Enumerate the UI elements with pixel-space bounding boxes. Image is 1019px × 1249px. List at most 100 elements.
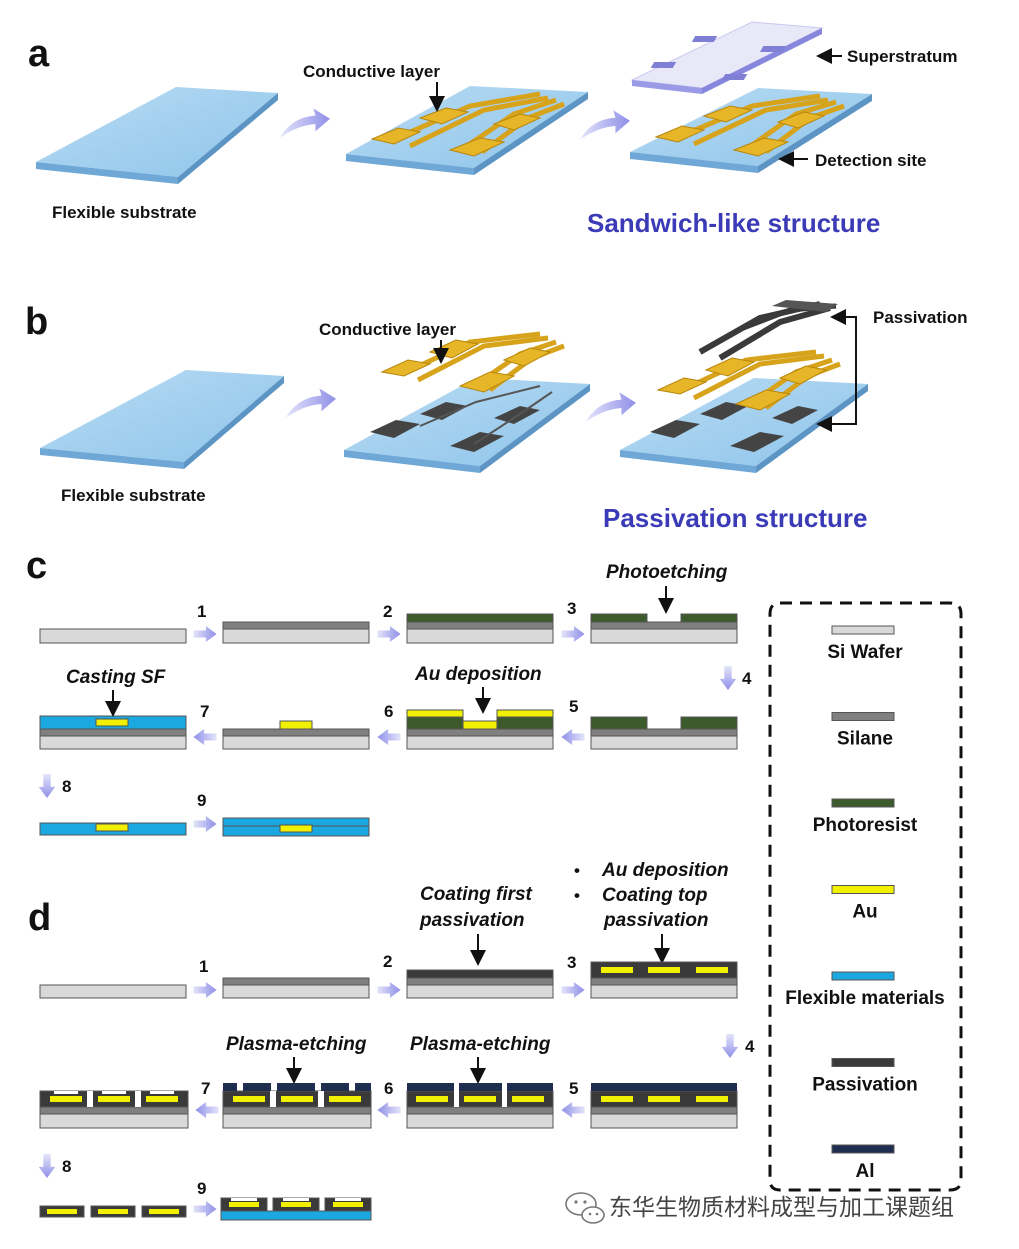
step-arrow-icon [377,982,401,998]
step-number: 7 [201,1079,210,1098]
step-d-top-passivation [590,961,738,999]
legend-swatch [831,971,895,981]
step-arrow-icon [193,982,217,998]
legend-label: Passivation [812,1075,918,1096]
legend-swatch [831,885,895,894]
step-d-etched-final [39,1090,189,1129]
legend-swatch [831,712,895,721]
step-arrow-icon [193,816,217,832]
bullet: • [574,886,580,905]
step-c-casting [39,715,187,750]
legend-swatch [831,798,895,808]
step-number: 6 [384,702,393,721]
step-number: 9 [197,791,206,810]
wechat-icon [565,1192,605,1224]
step-arrow-icon [38,774,56,798]
sandwich-substrate [630,88,872,173]
step-number: 3 [567,599,576,618]
process-arrow-icon [280,108,330,138]
coating-first-label: Coating first [420,884,533,905]
plasma-etching-label-2: Plasma-etching [410,1034,551,1055]
process-arrow-icon [586,392,636,422]
step-number: 6 [384,1079,393,1098]
flexible-substrate-label: Flexible substrate [52,203,197,222]
step-d-al-deposited [590,1083,738,1129]
passivation-title: Passivation structure [603,503,867,533]
conductive-layer-label: Conductive layer [303,62,440,81]
legend-item: Flexible materials [785,971,945,1009]
step-number: 4 [745,1037,755,1056]
legend-label: Au [852,902,877,923]
step-c-peeled [39,822,187,836]
step-d-released [39,1205,187,1218]
legend-swatch [831,1144,895,1154]
panel-d: d Coating first passivation • Au deposit… [28,860,755,1221]
step-arrow-icon [377,729,401,745]
legend-label: Photoresist [813,815,918,836]
step-number: 1 [199,957,208,976]
flexible-substrate-label: Flexible substrate [61,486,206,505]
conductive-layer-label: Conductive layer [319,320,456,339]
step-d-al-etched [222,1083,372,1129]
legend-item: Al [831,1144,895,1182]
step-arrow-icon [561,982,585,998]
step-number: 2 [383,952,392,971]
step-c-developed [590,716,738,750]
legend-swatch [831,1058,895,1067]
step-number: 5 [569,697,578,716]
step-number: 7 [200,702,209,721]
step-c-encapsulated [222,817,370,837]
step-number: 1 [197,602,206,621]
legend-item: Photoresist [813,798,918,836]
panel-c: c 1 2 3 Photoetching 4 [26,545,752,837]
process-arrow-icon [580,110,630,140]
passivation-substrate [620,300,868,473]
step-arrow-icon [377,626,401,642]
step-c-photoetched [590,613,738,644]
step-c-wafer [39,628,187,644]
legend-item: Au [831,885,895,923]
panel-c-label: c [26,545,47,587]
step-number: 8 [62,1157,71,1176]
step-number: 8 [62,777,71,796]
casting-sf-label: Casting SF [66,667,167,688]
coating-top-bullet: Coating top [602,885,708,906]
step-arrow-icon [719,666,737,690]
step-d-silane [222,977,370,999]
step-arrow-icon [193,1201,217,1217]
step-d-wafer [39,984,187,999]
panel-d-label: d [28,897,51,939]
legend-item: Passivation [812,1058,918,1096]
step-number: 9 [197,1179,206,1198]
coating-top-bullet-2: passivation [603,910,709,931]
legend-label: Flexible materials [785,988,944,1009]
step-c-au-deposited [406,709,554,750]
legend-swatch [831,625,895,635]
step-arrow-icon [561,626,585,642]
step-arrow-icon [195,1102,219,1118]
bullet: • [574,861,580,880]
substrate-with-electrodes [346,86,588,175]
legend-item: Si Wafer [827,625,903,663]
step-arrow-icon [377,1102,401,1118]
sandwich-title: Sandwich-like structure [587,208,880,238]
step-d-first-passivation [406,969,554,999]
process-arrow-icon [286,388,336,418]
step-number: 4 [742,669,752,688]
flexible-substrate-plate [36,87,278,184]
plasma-etching-label-1: Plasma-etching [226,1034,367,1055]
passivation-label: Passivation [873,308,968,327]
watermark: 东华生物质材料成型与加工课题组 [565,1192,954,1224]
legend-label: Silane [837,729,893,750]
au-deposition-label: Au deposition [414,664,542,685]
panel-b: b Flexible substrate [25,300,968,533]
step-c-silane [222,621,370,644]
watermark-text: 东华生物质材料成型与加工课题组 [609,1194,954,1220]
flexible-substrate-plate [40,370,284,469]
step-arrow-icon [193,729,217,745]
legend-label: Al [856,1161,875,1182]
substrate-with-passivation-pads [344,331,590,473]
panel-b-label: b [25,301,48,343]
legend-item: Silane [831,712,895,750]
